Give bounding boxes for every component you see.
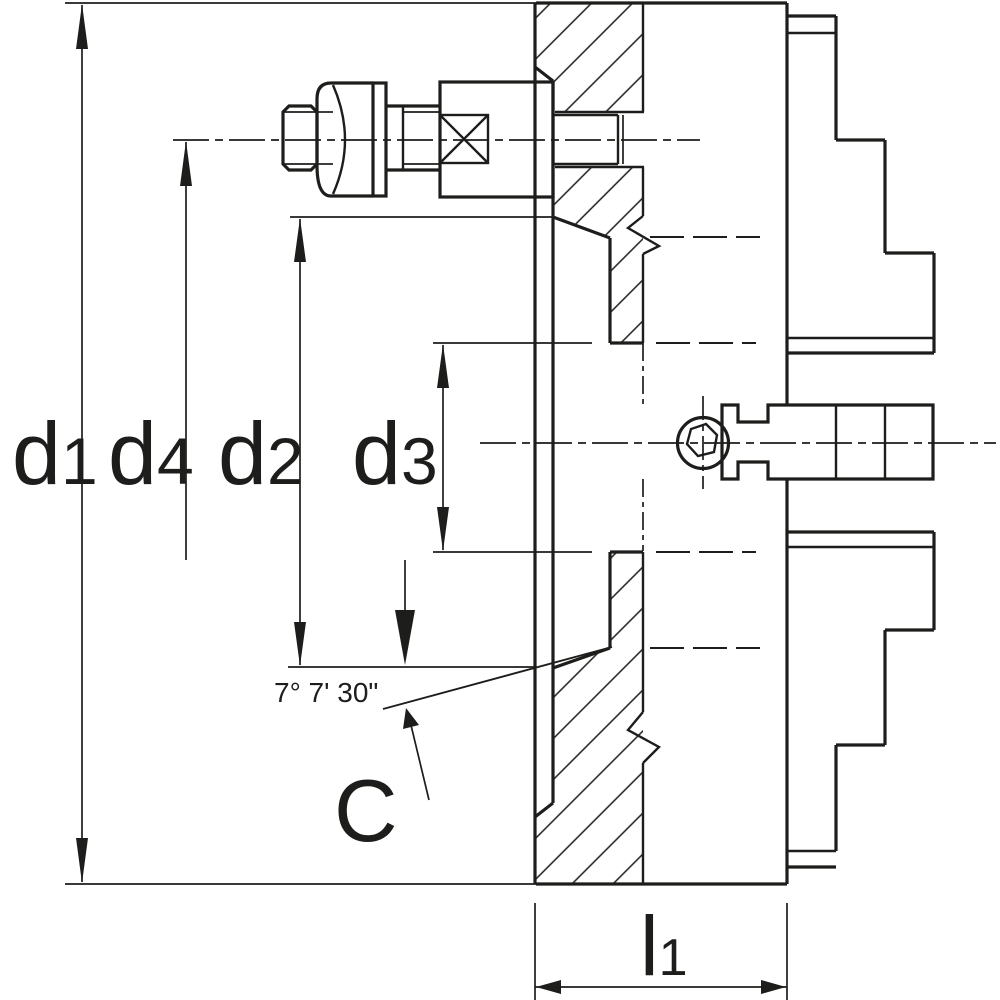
label-taper-angle: 7° 7' 30" bbox=[274, 677, 378, 708]
label-cone-reference: C bbox=[334, 761, 398, 860]
recess-chamfer-top bbox=[534, 65, 554, 83]
arrowhead-up bbox=[294, 218, 306, 262]
arrowhead-down bbox=[294, 622, 306, 666]
label-d1: d1 bbox=[12, 404, 98, 503]
taper-reference-line bbox=[382, 646, 613, 710]
screw-body-outline bbox=[720, 403, 935, 481]
arrowhead-left bbox=[536, 980, 561, 994]
arrowhead-up bbox=[180, 141, 192, 186]
dimension-l1: l1 bbox=[534, 899, 788, 1000]
arrowhead-right bbox=[761, 980, 786, 994]
arrowhead-up bbox=[76, 4, 88, 49]
arrowhead-down bbox=[76, 838, 88, 883]
chuck-jaws bbox=[787, 14, 936, 869]
hex-nut-outline bbox=[315, 81, 373, 198]
hatch-area-middle bbox=[553, 167, 643, 343]
taper-bore-surface-top bbox=[552, 215, 611, 240]
hidden-edges bbox=[650, 236, 760, 649]
arrowhead-down bbox=[437, 507, 449, 551]
dimension-d2: d2 bbox=[218, 216, 552, 668]
taper-bore-surface-bottom bbox=[552, 646, 611, 670]
hex-socket bbox=[685, 422, 719, 458]
centerlines bbox=[173, 139, 996, 489]
section-boundary bbox=[625, 3, 662, 884]
key-section-box bbox=[438, 113, 490, 165]
dimension-d3: d3 bbox=[352, 342, 592, 553]
arrowhead-down-large bbox=[395, 610, 415, 665]
break-zigzag-top bbox=[625, 215, 662, 256]
taper-angle-annotation: 7° 7' 30" C bbox=[274, 560, 613, 860]
hatch-area-top bbox=[536, 3, 643, 112]
label-d2: d2 bbox=[218, 404, 304, 503]
recess-chamfer-bottom bbox=[534, 801, 554, 819]
key-section-cross bbox=[439, 114, 489, 164]
leader-line bbox=[409, 720, 430, 801]
section-hatching bbox=[536, 3, 643, 884]
stud-protruding-end bbox=[281, 104, 319, 172]
hatch-area-bottom bbox=[536, 552, 643, 884]
jaw-adjusting-screw bbox=[675, 403, 935, 481]
label-d3: d3 bbox=[352, 404, 438, 503]
label-d4: d4 bbox=[108, 404, 194, 503]
arrowhead-up bbox=[437, 344, 449, 388]
label-l1: l1 bbox=[640, 899, 688, 993]
mounting-stud-hole bbox=[553, 110, 644, 169]
arrowhead-up-left bbox=[403, 708, 419, 729]
dimension-d1: d1 bbox=[12, 2, 536, 885]
break-zigzag-bottom bbox=[626, 711, 661, 764]
dimension-d4: d4 bbox=[108, 141, 194, 560]
